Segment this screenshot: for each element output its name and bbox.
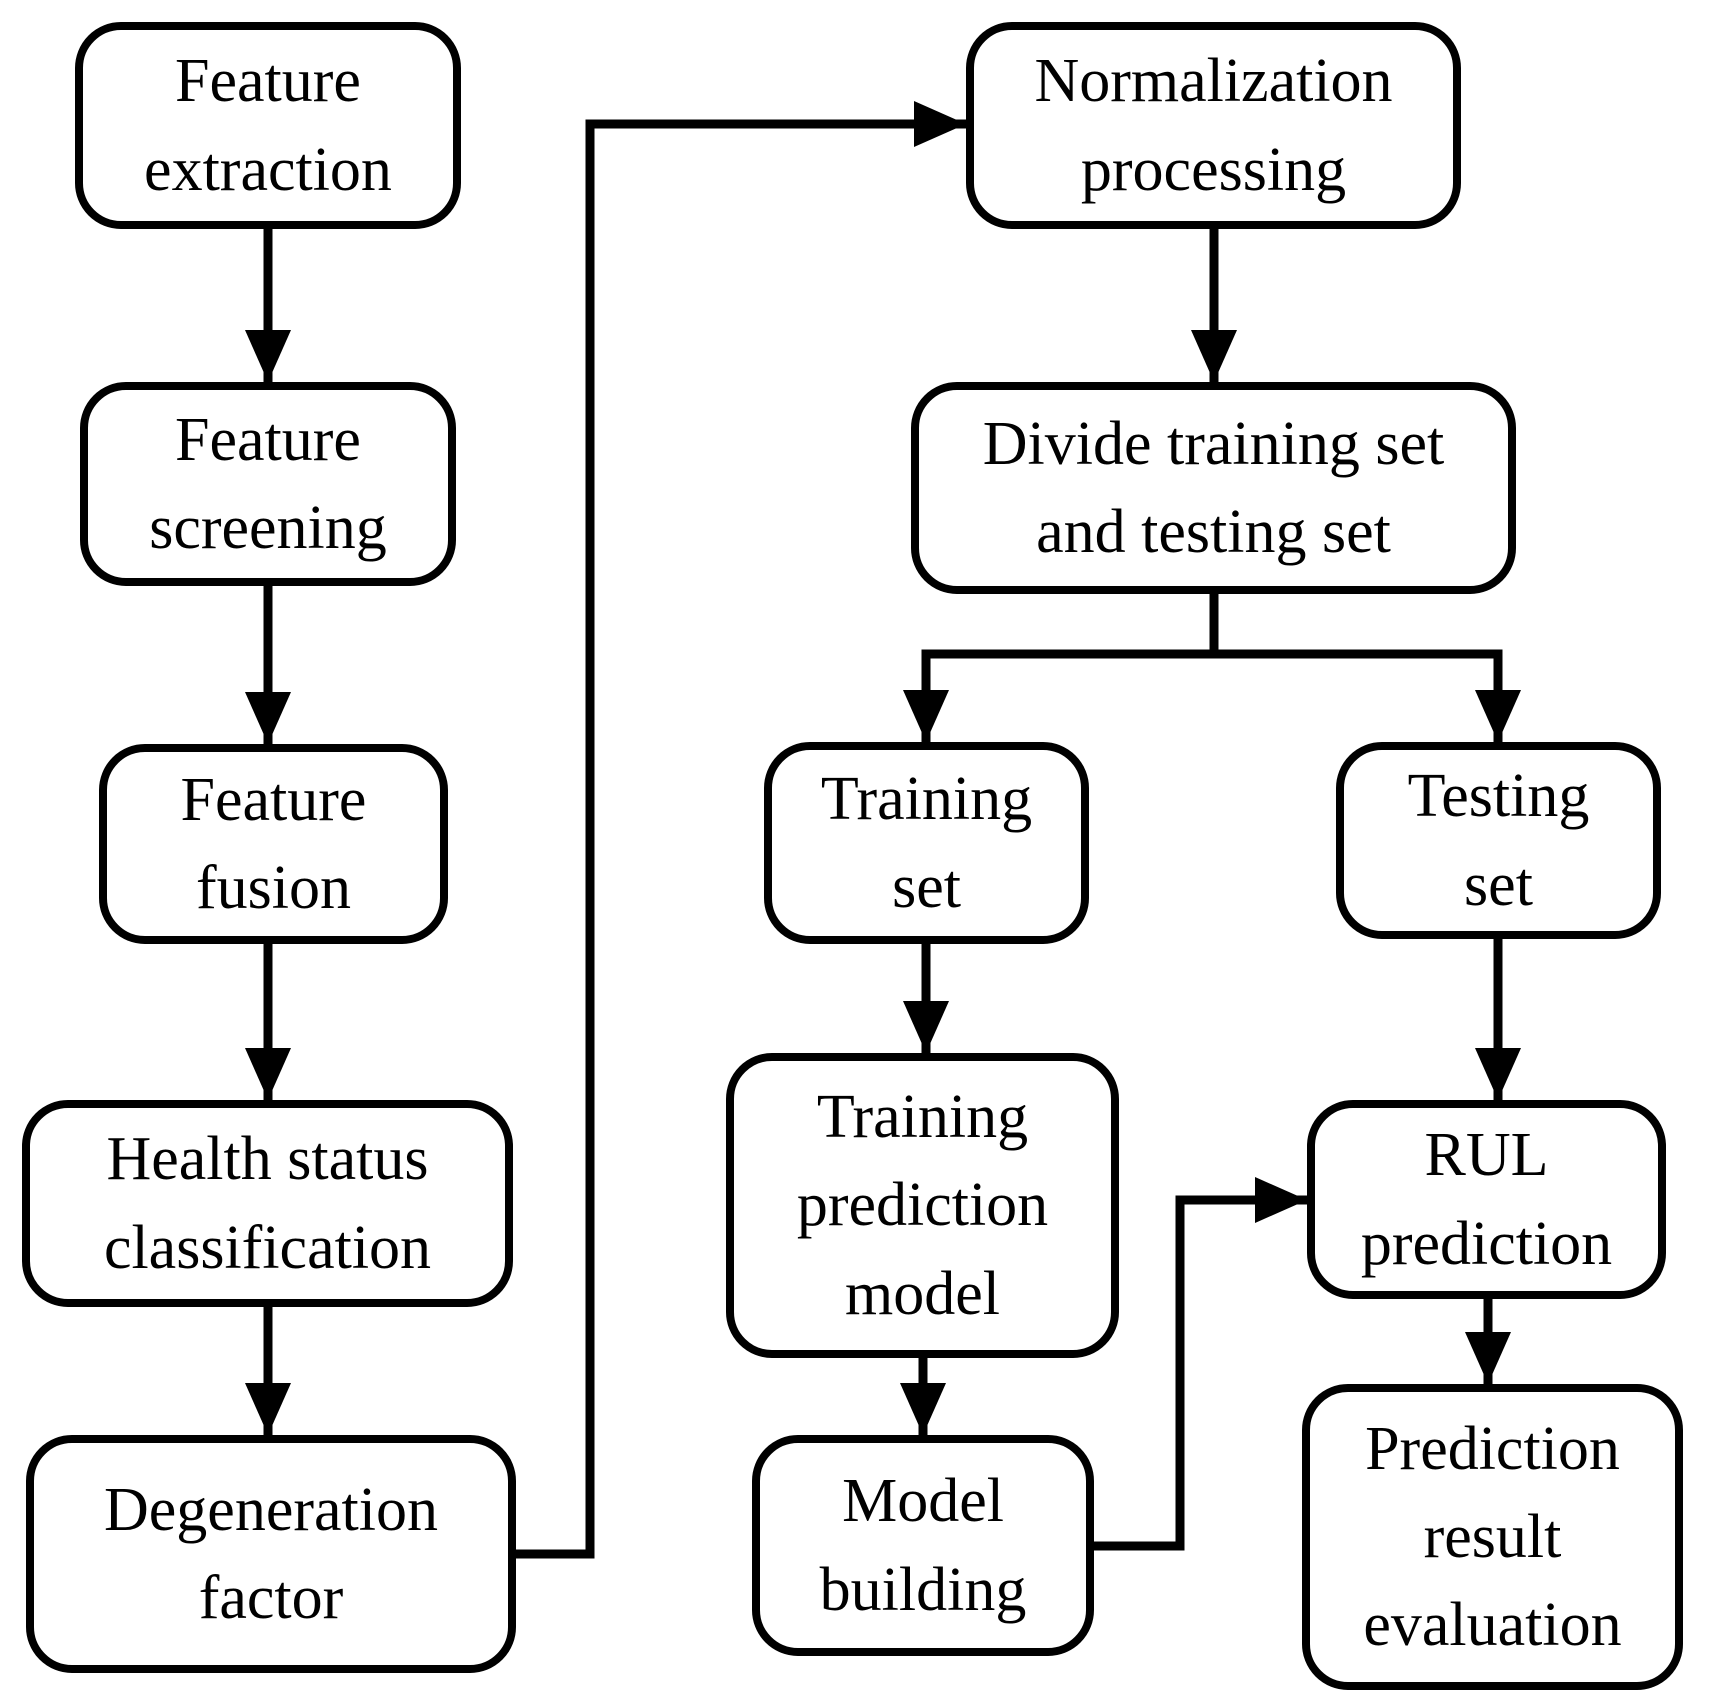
node-model-building: Model building <box>752 1435 1094 1656</box>
edge-divide-to-testing-set <box>1214 649 1521 742</box>
node-training-set: Training set <box>764 742 1089 944</box>
edge-model-building-to-rul <box>1094 1177 1307 1551</box>
node-feature-screening: Feature screening <box>80 382 456 586</box>
node-prediction-result-evaluation: Prediction result evaluation <box>1302 1384 1683 1690</box>
node-degeneration-factor: Degeneration factor <box>26 1435 516 1673</box>
node-health-status-classification: Health status classification <box>22 1100 513 1307</box>
node-feature-fusion: Feature fusion <box>99 744 448 944</box>
node-feature-extraction: Feature extraction <box>75 22 461 229</box>
node-normalization-processing: Normalization processing <box>966 22 1461 229</box>
edge-degeneration-to-normalization <box>516 101 966 1559</box>
edge-divide-to-training-set <box>903 649 1214 742</box>
node-rul-prediction: RUL prediction <box>1307 1100 1666 1299</box>
node-training-prediction-model: Training prediction model <box>726 1053 1119 1358</box>
node-testing-set: Testing set <box>1336 742 1661 939</box>
node-divide-training-testing: Divide training set and testing set <box>911 382 1516 594</box>
